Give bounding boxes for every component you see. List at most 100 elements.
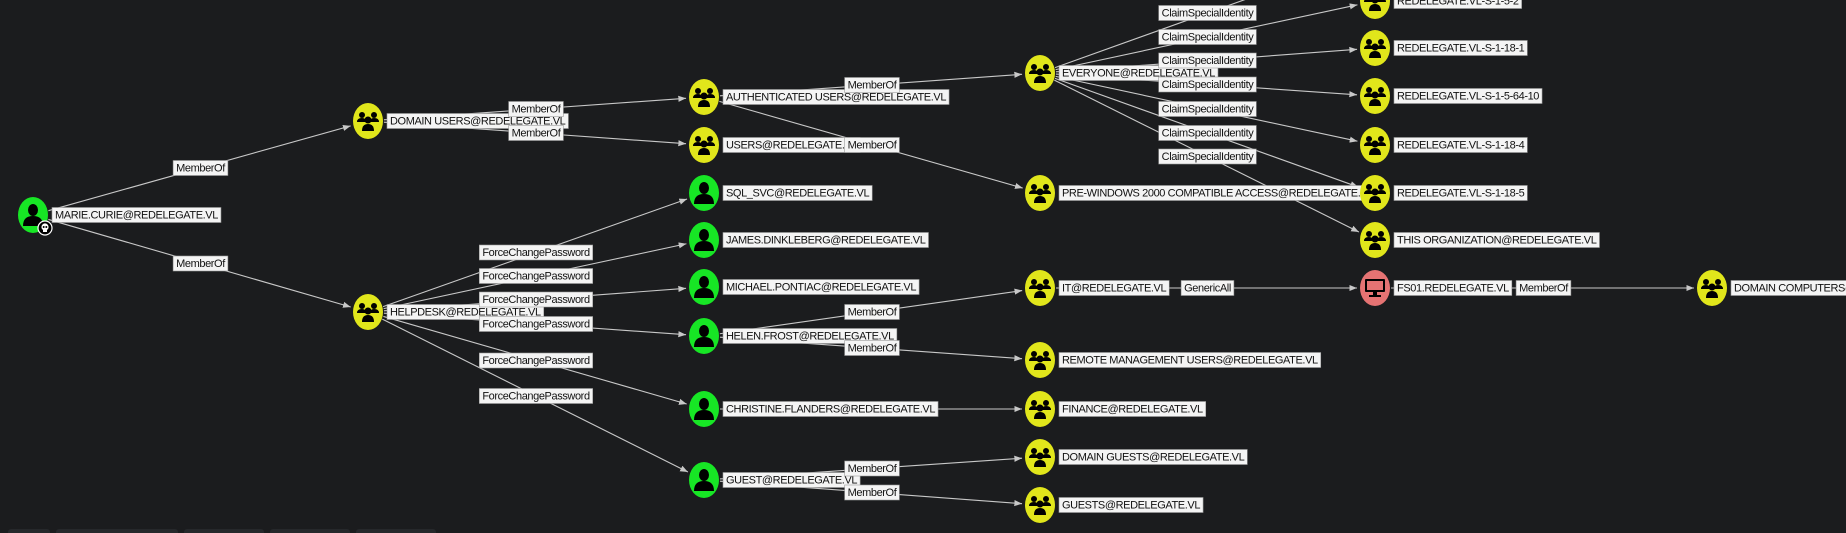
group-icon [693, 88, 715, 107]
node-label[interactable]: PRE-WINDOWS 2000 COMPATIBLE ACCESS@REDEL… [1058, 185, 1377, 201]
node-label[interactable]: DOMAIN USERS@REDELEGATE.VL [386, 113, 569, 129]
node-label[interactable]: FINANCE@REDELEGATE.VL [1058, 401, 1207, 417]
node-helen[interactable]: HELEN.FROST@REDELEGATE.VL [689, 318, 898, 354]
node-label-box [1393, 0, 1522, 9]
node-domguests[interactable]: DOMAIN GUESTS@REDELEGATE.VL [1025, 439, 1248, 475]
node-finance[interactable]: FINANCE@REDELEGATE.VL [1025, 391, 1207, 427]
node-s1181[interactable]: REDELEGATE.VL-S-1-18-1 [1360, 30, 1528, 66]
node-label[interactable]: REDELEGATE.VL-S-1-18-4 [1393, 137, 1528, 153]
node-s156410[interactable]: REDELEGATE.VL-S-1-5-64-10 [1360, 78, 1543, 114]
edge-label-genericall[interactable]: GenericAll [1180, 280, 1235, 296]
edge-label-memberof[interactable]: MemberOf [508, 125, 564, 141]
group-icon [1029, 496, 1051, 515]
node-thisorg[interactable]: THIS ORGANIZATION@REDELEGATE.VL [1360, 222, 1600, 258]
node-label-text: JAMES.DINKLEBERG@REDELEGATE.VL [726, 235, 926, 247]
node-label[interactable]: GUEST@REDELEGATE.VL [722, 472, 861, 488]
node-label[interactable]: THIS ORGANIZATION@REDELEGATE.VL [1393, 232, 1600, 248]
node-authusers[interactable]: AUTHENTICATED USERS@REDELEGATE.VL [689, 79, 950, 115]
node-label[interactable]: MARIE.CURIE@REDELEGATE.VL [51, 207, 222, 223]
node-label[interactable]: CHRISTINE.FLANDERS@REDELEGATE.VL [722, 401, 939, 417]
edge-label-claimspecialidentity-box [1158, 101, 1257, 117]
edge-label-memberof[interactable]: MemberOf [172, 160, 229, 176]
node-label-box [722, 328, 898, 344]
edge-label-claimspecialidentity[interactable]: ClaimSpecialIdentity [1158, 52, 1257, 69]
owned-skull-icon [37, 220, 53, 236]
node-users[interactable]: USERS@REDELEGATE.VL [689, 127, 861, 163]
edge-label-memberof[interactable]: MemberOf [508, 101, 564, 117]
node-james[interactable]: JAMES.DINKLEBERG@REDELEGATE.VL [689, 222, 929, 258]
node-label-box [51, 207, 222, 223]
node-christine[interactable]: CHRISTINE.FLANDERS@REDELEGATE.VL [689, 391, 939, 427]
edge-label-forcechangepassword-text: ForceChangePassword [482, 319, 590, 331]
edge-label-memberof-box [508, 101, 564, 117]
edge-label-memberof[interactable]: MemberOf [844, 77, 900, 93]
node-domcomputers[interactable]: DOMAIN COMPUTERS@REDELEGATE.VL [1697, 270, 1846, 306]
node-label[interactable]: HELPDESK@REDELEGATE.VL [386, 304, 545, 320]
edge-label-claimspecialidentity[interactable]: ClaimSpecialIdentity [1158, 125, 1257, 141]
edge-label-memberof-box [844, 304, 900, 320]
node-domusers[interactable]: DOMAIN USERS@REDELEGATE.VL [353, 103, 569, 139]
node-label[interactable]: USERS@REDELEGATE.VL [722, 137, 861, 153]
edge-label-forcechangepassword[interactable]: ForceChangePassword [479, 388, 593, 404]
node-label-text: GUEST@REDELEGATE.VL [726, 475, 857, 487]
node-label[interactable]: DOMAIN COMPUTERS@REDELEGATE.VL [1730, 280, 1846, 296]
node-label[interactable]: JAMES.DINKLEBERG@REDELEGATE.VL [722, 232, 929, 248]
node-fs01[interactable]: FS01.REDELEGATE.VL [1360, 270, 1513, 306]
node-prewin[interactable]: PRE-WINDOWS 2000 COMPATIBLE ACCESS@REDEL… [1025, 175, 1377, 211]
edge-label-claimspecialidentity[interactable]: ClaimSpecialIdentity [1158, 5, 1257, 21]
node-label[interactable]: FS01.REDELEGATE.VL [1393, 280, 1513, 296]
edge-label-memberof[interactable]: MemberOf [844, 460, 900, 477]
edge-label-forcechangepassword[interactable]: ForceChangePassword [479, 291, 593, 308]
edge-label-claimspecialidentity[interactable]: ClaimSpecialIdentity [1158, 101, 1257, 117]
node-label[interactable]: HELEN.FROST@REDELEGATE.VL [722, 328, 898, 344]
node-label[interactable]: IT@REDELEGATE.VL [1058, 280, 1170, 296]
node-s1185[interactable]: REDELEGATE.VL-S-1-18-5 [1360, 175, 1528, 211]
node-label[interactable]: MICHAEL.PONTIAC@REDELEGATE.VL [722, 279, 920, 295]
edge-label-forcechangepassword[interactable]: ForceChangePassword [479, 268, 593, 284]
node-label[interactable]: DOMAIN GUESTS@REDELEGATE.VL [1058, 449, 1248, 465]
edge-label-memberof[interactable]: MemberOf [172, 255, 229, 272]
edge-label-memberof[interactable]: MemberOf [1515, 280, 1572, 296]
edge-label-forcechangepassword-box [479, 388, 593, 404]
edge-label-claimspecialidentity-text: ClaimSpecialIdentity [1162, 128, 1255, 140]
node-label[interactable]: AUTHENTICATED USERS@REDELEGATE.VL [722, 89, 950, 105]
user-icon [23, 204, 43, 226]
edge-label-claimspecialidentity[interactable]: ClaimSpecialIdentity [1158, 76, 1257, 93]
node-label[interactable]: SQL_SVC@REDELEGATE.VL [722, 185, 873, 201]
node-label[interactable]: REDELEGATE.VL-S-1-18-1 [1393, 40, 1528, 56]
group-icon [1029, 279, 1051, 298]
node-helpdesk[interactable]: HELPDESK@REDELEGATE.VL [353, 294, 545, 330]
node-label-box [722, 232, 929, 248]
edge-label-memberof-box [508, 125, 564, 141]
edge-label-claimspecialidentity[interactable]: ClaimSpecialIdentity [1158, 29, 1257, 45]
edge-label-forcechangepassword[interactable]: ForceChangePassword [479, 352, 593, 369]
node-label-text: REDELEGATE.VL-S-1-5-2 [1397, 0, 1519, 8]
edge-label-forcechangepassword[interactable]: ForceChangePassword [479, 244, 593, 261]
node-it[interactable]: IT@REDELEGATE.VL [1025, 270, 1170, 306]
node-s152[interactable]: REDELEGATE.VL-S-1-5-2 [1360, 0, 1522, 19]
node-sqlsvc[interactable]: SQL_SVC@REDELEGATE.VL [689, 175, 873, 211]
node-remote[interactable]: REMOTE MANAGEMENT USERS@REDELEGATE.VL [1025, 342, 1322, 378]
edge-labels-layer: MemberOfMemberOfMemberOfMemberOfForceCha… [172, 5, 1572, 501]
node-label[interactable]: REDELEGATE.VL-S-1-5-64-10 [1393, 88, 1543, 104]
node-marie[interactable]: MARIE.CURIE@REDELEGATE.VL [18, 197, 222, 236]
edge-label-memberof[interactable]: MemberOf [844, 340, 900, 356]
node-label[interactable]: REMOTE MANAGEMENT USERS@REDELEGATE.VL [1058, 352, 1322, 368]
computer-icon [1365, 279, 1385, 297]
group-icon [1364, 184, 1386, 203]
edge-label-memberof[interactable]: MemberOf [844, 484, 900, 501]
edge-label-memberof[interactable]: MemberOf [844, 137, 900, 153]
node-guests[interactable]: GUESTS@REDELEGATE.VL [1025, 487, 1204, 523]
node-label[interactable]: GUESTS@REDELEGATE.VL [1058, 497, 1204, 513]
edge-label-claimspecialidentity[interactable]: ClaimSpecialIdentity [1158, 148, 1257, 165]
node-michael[interactable]: MICHAEL.PONTIAC@REDELEGATE.VL [689, 269, 920, 305]
node-label[interactable]: REDELEGATE.VL-S-1-18-5 [1393, 185, 1528, 201]
node-s1184[interactable]: REDELEGATE.VL-S-1-18-4 [1360, 127, 1528, 163]
edge-label-memberof[interactable]: MemberOf [844, 304, 900, 320]
node-guest[interactable]: GUEST@REDELEGATE.VL [689, 462, 861, 498]
node-label-text: MICHAEL.PONTIAC@REDELEGATE.VL [726, 282, 916, 294]
edge-label-forcechangepassword[interactable]: ForceChangePassword [479, 316, 593, 332]
node-label[interactable]: REDELEGATE.VL-S-1-5-2 [1393, 0, 1522, 9]
edge-label-memberof-text: MemberOf [512, 104, 562, 116]
